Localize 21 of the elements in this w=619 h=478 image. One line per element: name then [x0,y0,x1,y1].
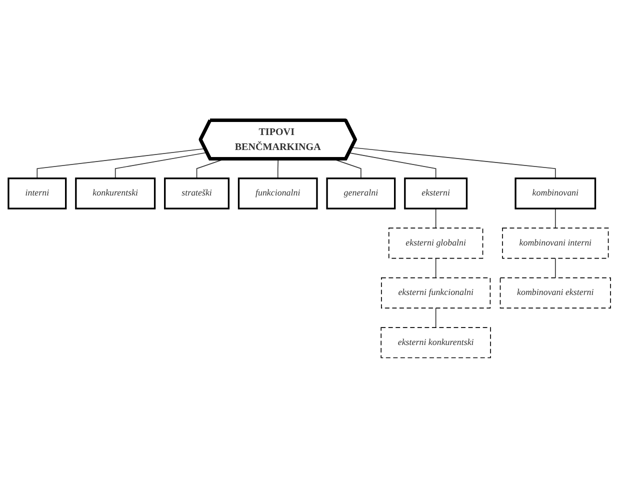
node-box: kombinovani interni [502,228,609,259]
node-box: interni [8,178,67,210]
node-box: funkcionalni [238,178,318,210]
node-box: generalni [326,178,396,210]
node-box: kombinovani eksterni [500,277,611,308]
node-box: strateški [164,178,230,210]
connector [435,258,436,278]
node-box: eksterni funkcionalni [381,277,491,308]
node-box: kombinovani [514,178,596,210]
connector [348,152,436,179]
connector [435,308,436,328]
connector [114,152,208,179]
node-box: konkurentski [75,178,156,210]
connector [554,208,556,229]
connector [277,158,279,179]
node-box: eksterni konkurentski [380,327,491,358]
connector [351,147,556,179]
connector [435,208,436,229]
node-box: eksterni globalni [388,228,484,259]
node-box: eksterni [404,178,468,210]
connector [554,258,556,278]
